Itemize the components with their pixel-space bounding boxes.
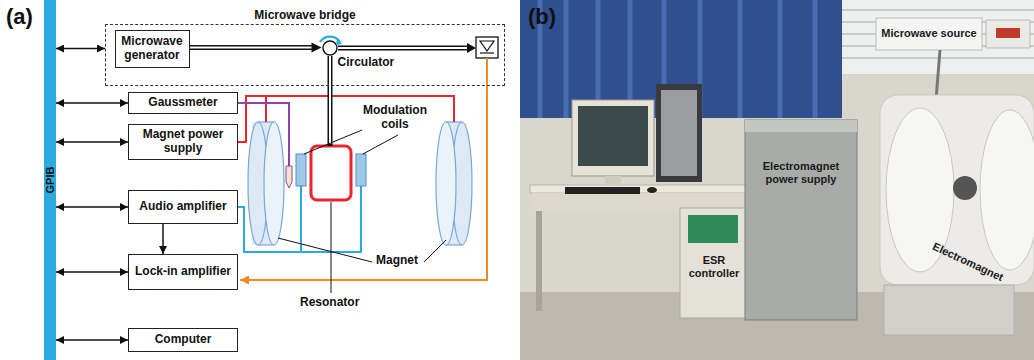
photo-shape [520,0,1034,360]
node-text: GPIB [44,167,56,194]
waveguide [190,47,314,49]
connector-arrow [56,207,128,208]
node-text: Microwave bridge [106,8,504,22]
process-box: Microwave generator [115,30,190,68]
modulation-coil [356,154,366,186]
arrow-head [312,43,322,53]
photo-shape [530,185,762,193]
photo-shape [656,84,702,182]
photo-shape [572,100,654,176]
photo-shape [688,215,738,243]
connector-line [56,102,128,104]
arrow-head [467,43,476,53]
connector-arrow [56,142,128,143]
node-text: Audio amplifier [139,200,226,214]
photo-label: Electromagnet power supply [754,160,848,185]
photo-shape [745,120,857,320]
photo-label: ESR controller [682,254,746,279]
group-box: Microwave bridgeMicrowave generatorCircu… [105,24,505,86]
hall-probe [286,166,292,188]
bus-bar: GPIB [44,0,56,360]
panel-label: (a) [6,4,33,29]
connector-arrow [56,103,128,104]
node-text: Computer [155,333,212,347]
photo-shape [536,211,542,311]
process-box: Audio amplifier [128,190,238,224]
photo-shape [980,110,1034,270]
photo-shape [745,120,857,132]
photo-shape [661,90,697,176]
resonator-cavity [311,146,351,200]
detector-symbol [476,37,498,58]
waveguide [329,56,331,144]
lab-photo [520,0,1034,360]
process-box: Gaussmeter [128,92,238,114]
photo-shape [842,10,1034,58]
waveguide [338,46,468,51]
gaussmeter-wire [238,103,289,166]
magnet-left [248,122,284,245]
process-box: Lock-in amplifier [128,254,238,290]
photo-shape [436,122,456,245]
photo-shape [996,28,1020,38]
part-label: Magnet [376,254,418,268]
connector-line [56,141,128,143]
photo-shape [578,106,648,166]
connector-line [56,206,128,208]
node-text: Microwave generator [121,35,184,63]
circulator-symbol [322,40,338,56]
magnet-right [436,122,472,245]
leader-line [424,240,446,262]
part-label: Resonator [300,296,359,310]
photo-shape [680,208,748,318]
photo-shape [565,187,640,194]
leader-line [278,238,372,262]
process-box: Magnet power supply [128,124,238,160]
node-text: Lock-in amplifier [135,265,231,279]
photo-shape [258,244,274,245]
connector-arrow [56,272,128,273]
signal-wire [240,58,487,280]
photo-shape [605,176,621,185]
leader-line [304,130,362,154]
leader-line [331,202,332,293]
modulation-coil [296,154,306,186]
rotation-arrow [336,39,342,45]
leader-line [363,135,398,154]
connector-arrow [190,43,322,53]
connector-arrow [56,340,128,341]
photo-shape [884,285,1014,335]
detector-symbol [480,41,494,51]
connector-arrow [56,48,105,49]
node-text: Gaussmeter [148,96,217,110]
node-text: Circulator [338,55,395,69]
photo-shape [953,176,977,200]
connector-line [162,224,164,254]
panel-label: (b) [528,4,556,29]
photo-shape [647,187,657,193]
photo-label: Microwave source [880,27,978,40]
waveguide [190,45,313,50]
connector-line [56,48,105,50]
connector-line [56,339,128,341]
photo-shape [986,20,1030,48]
waveguide [328,56,333,146]
connector-line [56,271,128,273]
node-text: Magnet power supply [134,128,232,156]
process-box: Computer [128,328,238,352]
waveguide [338,47,468,49]
photo-shape [876,18,982,50]
photo-shape [446,244,462,245]
connector-arrow [163,224,164,254]
circulator-ring [323,41,337,55]
part-label: Modulation coils [358,104,432,132]
circulator-symbol: Circulator [322,40,338,56]
photo-label: Electromagnet [931,240,1006,284]
photo-shape [264,122,284,245]
detector-symbol [480,52,494,53]
